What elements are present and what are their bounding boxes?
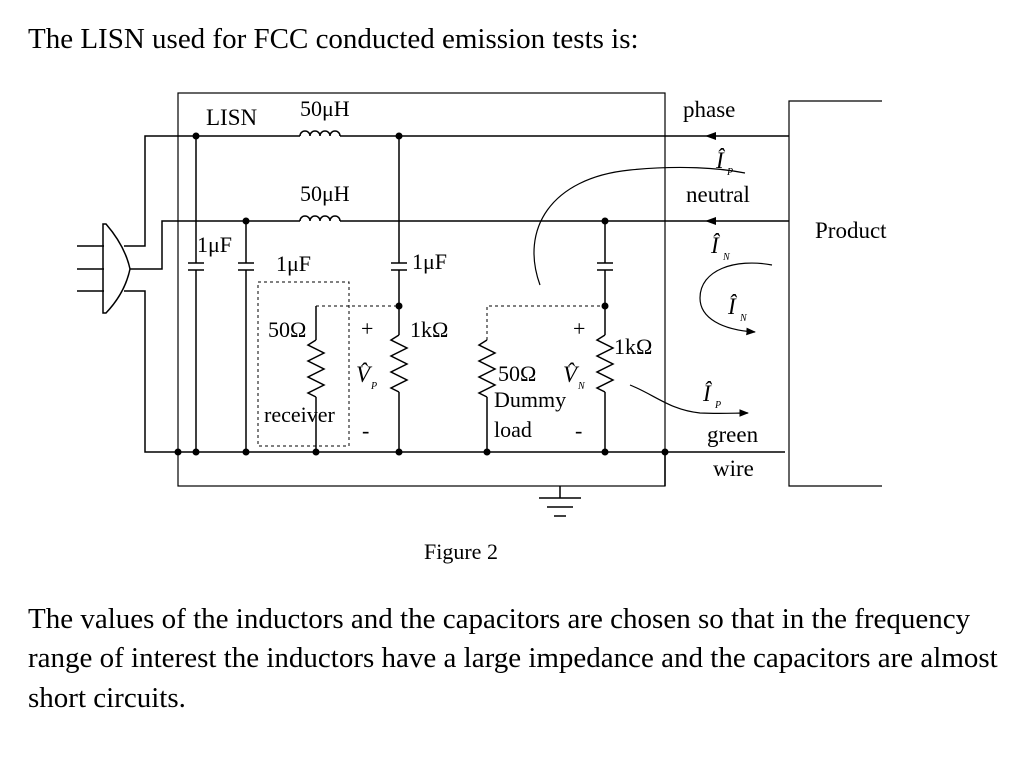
- res-receiver-label: 50Ω: [268, 317, 306, 342]
- ip-top-subscript: P: [726, 167, 733, 178]
- in-top-subscript: N: [722, 252, 731, 263]
- product-enclosure: [788, 100, 882, 487]
- cap-mid-label: 1μF: [412, 249, 447, 274]
- capacitor-left-outer: [188, 136, 204, 452]
- wire-label: wire: [713, 456, 754, 481]
- neutral-line: [246, 215, 789, 225]
- cap-left-outer-label: 1μF: [197, 232, 232, 257]
- neutral-branch: [595, 221, 615, 452]
- plus-n-label: +: [573, 316, 585, 341]
- lisn-label: LISN: [206, 105, 258, 130]
- ground-bus: [178, 451, 785, 486]
- plug-icon: [77, 135, 246, 453]
- inductor-top-label: 50μH: [300, 96, 350, 121]
- page-heading: The LISN used for FCC conducted emission…: [28, 23, 639, 55]
- in-loop-symbol: Î: [727, 294, 738, 319]
- minus-p-label: -: [362, 418, 369, 443]
- minus-n-label: -: [575, 418, 582, 443]
- ip-top-symbol: Î: [715, 148, 726, 173]
- receiver-label: receiver: [264, 402, 335, 427]
- cap-left-inner-label: 1μF: [276, 251, 311, 276]
- in-top-symbol: Î: [710, 233, 721, 258]
- product-label: Product: [815, 218, 887, 243]
- vp-symbol: V̂: [356, 361, 373, 387]
- vn-subscript: N: [577, 381, 586, 392]
- in-loop-subscript: N: [739, 313, 748, 324]
- ip-bottom-symbol: Î: [702, 381, 713, 406]
- ip-bottom-subscript: P: [714, 400, 721, 411]
- inductor-bottom-label: 50μH: [300, 181, 350, 206]
- current-curve-phase: [533, 166, 746, 286]
- neutral-label: neutral: [686, 182, 750, 207]
- lisn-enclosure: [177, 92, 666, 487]
- load-label: load: [494, 417, 532, 442]
- plus-p-label: +: [361, 316, 373, 341]
- phase-label: phase: [683, 97, 735, 122]
- green-label: green: [707, 422, 759, 447]
- current-arrow-green-wire: [629, 384, 749, 417]
- junction-dots: [174, 132, 669, 456]
- current-arrow-neutral-loop: [699, 262, 773, 336]
- res-right-1k-label: 1kΩ: [614, 334, 652, 359]
- receiver-group: [257, 281, 399, 452]
- res-dummy-label: 50Ω: [498, 361, 536, 386]
- lisn-circuit-diagram: LISN 50μH 50μH 1μF 1μF 1μF 50Ω 1kΩ 50Ω 1…: [77, 92, 887, 564]
- dummy-load-group: [477, 305, 605, 452]
- vp-subscript: P: [370, 381, 377, 392]
- figure-caption: Figure 2: [424, 539, 498, 564]
- res-left-1k-label: 1kΩ: [410, 317, 448, 342]
- vn-symbol: V̂: [563, 361, 580, 387]
- dummy-label: Dummy: [494, 387, 566, 412]
- phase-line: [196, 130, 789, 140]
- ground-icon: [539, 486, 581, 517]
- body-paragraph: The values of the inductors and the capa…: [28, 603, 998, 714]
- phase-branch: [389, 136, 409, 452]
- capacitor-left-inner: [238, 221, 254, 452]
